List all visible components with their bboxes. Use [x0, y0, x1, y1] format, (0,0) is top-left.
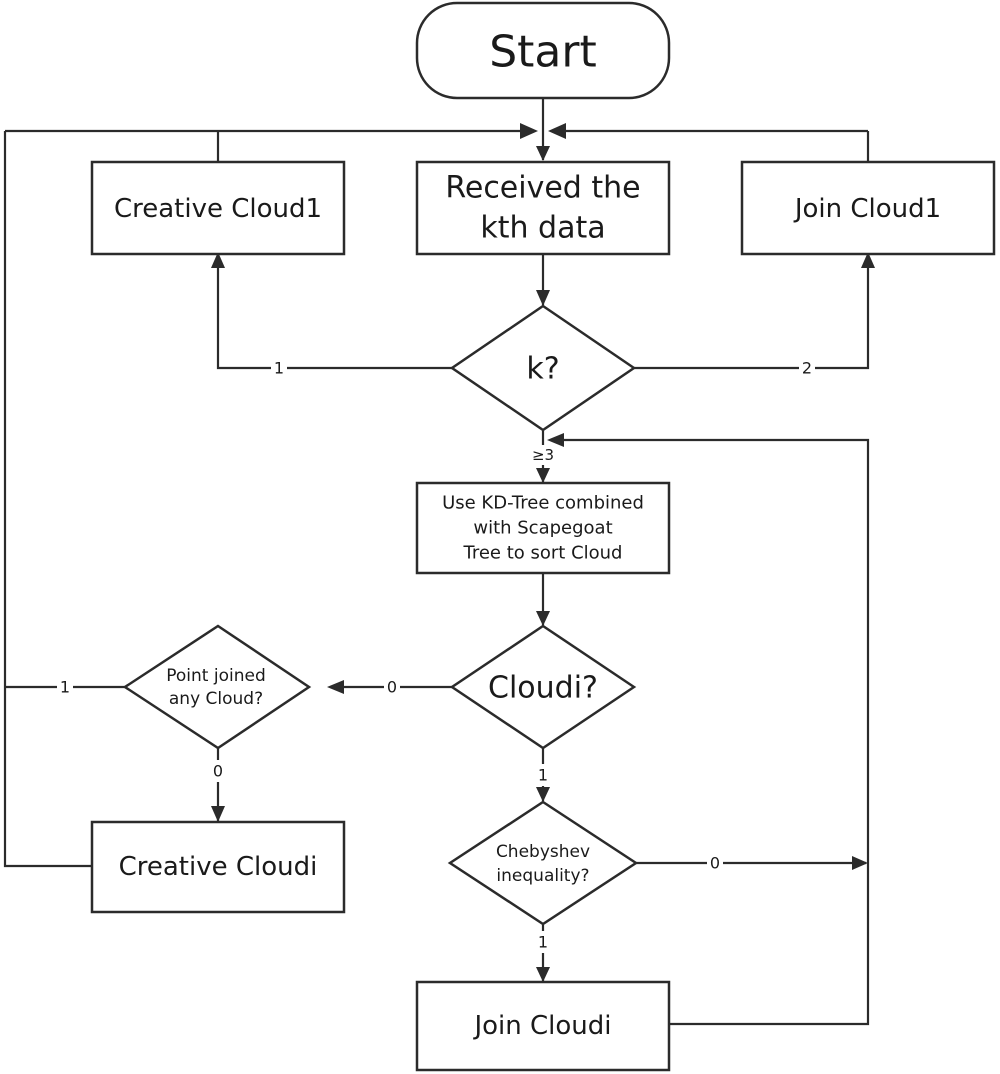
edge-right-loop [556, 438, 870, 1026]
arrowhead [536, 146, 550, 161]
arrowhead [327, 680, 344, 694]
edge-label-chebyshev-to-right: 0 [710, 854, 720, 873]
point-joined-label-line1: Point joined [166, 666, 266, 686]
arrowhead [211, 806, 225, 822]
join-cloud1-box [740, 160, 996, 256]
arrowhead [861, 252, 875, 268]
kd-tree-box [415, 481, 671, 575]
creative-cloudi-box [90, 820, 346, 914]
chebyshev-label-line2: inequality? [496, 866, 589, 886]
edge-label-point-to-creative: 0 [213, 762, 223, 781]
kd-tree-label-line2: with Scapegoat [473, 518, 612, 539]
arrowhead [536, 611, 550, 626]
creative-cloudi-label: Creative Cloudi [119, 852, 318, 882]
edge-label-point-to-loop: 1 [60, 678, 70, 697]
k-decision-diamond [449, 304, 637, 432]
arrowhead [852, 856, 868, 870]
arrowhead [547, 433, 564, 447]
arrowhead [211, 252, 225, 268]
edge-label-k-to-join: 2 [802, 359, 812, 378]
chebyshev-diamond [447, 800, 639, 926]
arrowhead [536, 468, 550, 483]
creative-cloud1-label: Creative Cloud1 [114, 194, 322, 224]
cloudi-decision-label: Cloudi? [488, 671, 598, 706]
join-cloud1-label: Join Cloud1 [793, 194, 941, 224]
point-joined-label-line2: any Cloud? [169, 689, 263, 709]
edge-label-k-to-creative: 1 [274, 359, 284, 378]
received-label-line2: kth data [480, 211, 605, 246]
edge-label-cloudi-to-chebyshev: 1 [538, 766, 548, 785]
received-box [415, 160, 671, 256]
join-cloudi-label: Join Cloudi [472, 1011, 611, 1041]
edge-k-to-join1 [634, 255, 870, 370]
arrowhead [548, 123, 566, 139]
creative-cloud1-box [90, 160, 346, 256]
chebyshev-label-line1: Chebyshev [496, 842, 590, 862]
edge-k-to-creative1 [216, 255, 452, 370]
edge-left-loop [3, 131, 92, 868]
start-label: Start [489, 27, 597, 78]
received-label-line1: Received the [445, 171, 640, 206]
edge-label-chebyshev-to-join: 1 [538, 933, 548, 952]
kd-tree-label-line3: Tree to sort Cloud [462, 543, 622, 564]
arrowhead [536, 290, 550, 306]
k-decision-label: k? [526, 352, 559, 387]
cloudi-decision-diamond [449, 624, 637, 750]
kd-tree-label-line1: Use KD-Tree combined [442, 493, 644, 514]
arrowhead [520, 123, 538, 139]
point-joined-diamond [122, 624, 312, 750]
edge-label-cloudi-to-point: 0 [387, 678, 397, 697]
arrowhead [536, 967, 550, 982]
start-terminal [415, 1, 671, 100]
join-cloudi-box [415, 980, 671, 1072]
arrowhead [536, 787, 550, 802]
edge-label-k-to-kdtree: ≥3 [532, 446, 554, 464]
